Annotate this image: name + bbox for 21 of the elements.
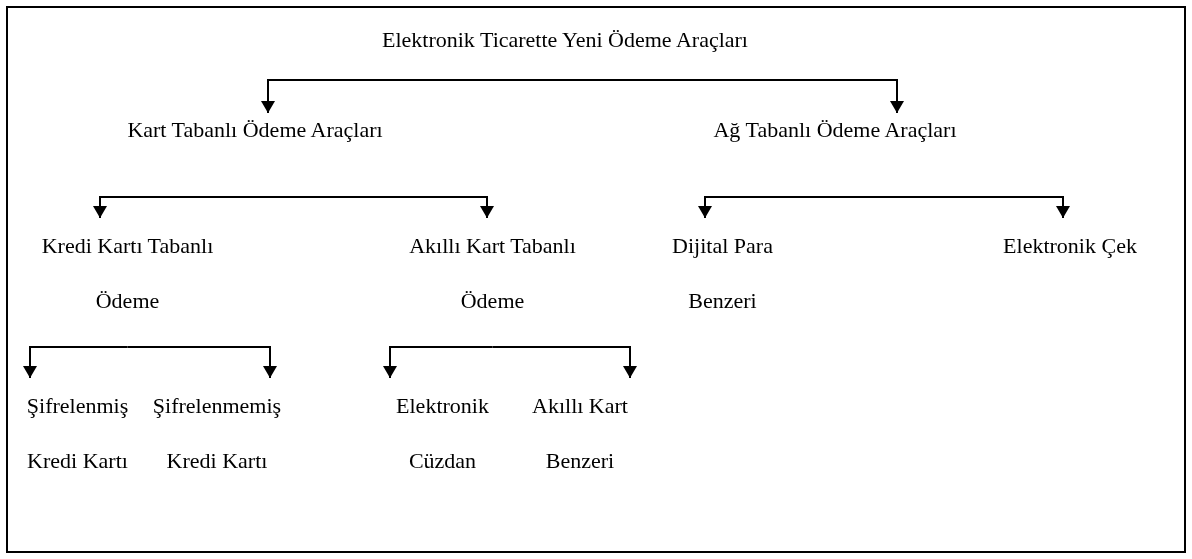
arrow (23, 346, 129, 379)
arrow (93, 196, 256, 219)
node-label: Elektronik Cüzdan (396, 393, 489, 473)
node-label: Elektronik Ticarette Yeni Ödeme Araçları (382, 27, 748, 52)
arrow (254, 196, 494, 219)
node-label: Elektronik Çek (1003, 233, 1137, 258)
arrow (698, 196, 836, 219)
arrow (126, 346, 277, 379)
arrow (383, 346, 494, 379)
arrow (261, 79, 566, 114)
node-label: Ağ Tabanlı Ödeme Araçları (713, 117, 957, 142)
node-label: Akıllı Kart Tabanlı Ödeme (409, 233, 576, 313)
node-label: Şifrelenmiş Kredi Kartı (26, 393, 129, 473)
arrow (491, 346, 637, 379)
arrow (564, 79, 904, 114)
node-label: Şifrelenmemiş Kredi Kartı (152, 393, 282, 473)
arrow (834, 196, 1070, 219)
node-label: Kart Tabanlı Ödeme Araçları (127, 117, 383, 142)
node-label: Kredi Kartı Tabanlı Ödeme (41, 233, 214, 313)
node-label: Dijital Para Benzeri (672, 233, 773, 313)
node-label: Akıllı Kart Benzeri (532, 393, 628, 473)
